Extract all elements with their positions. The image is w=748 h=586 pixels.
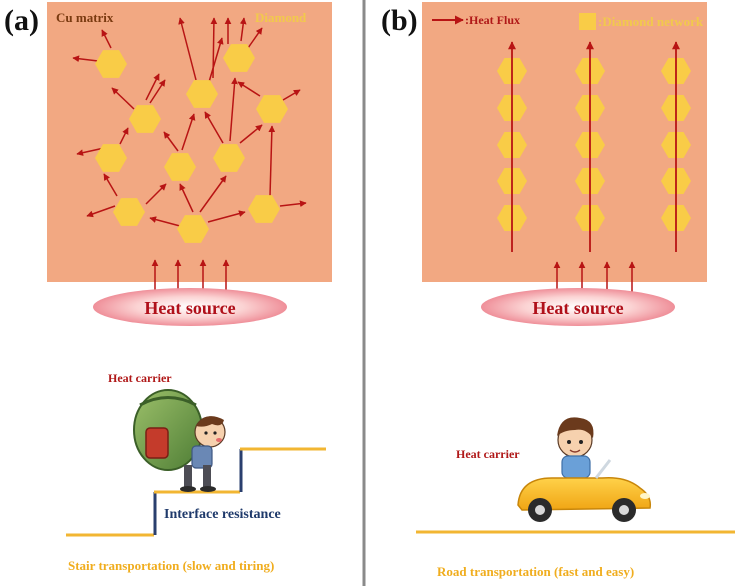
heat-flux-arrow xyxy=(181,113,196,151)
heat-flux-arrow xyxy=(282,89,301,101)
diamond-particle xyxy=(213,144,245,172)
heat-flux-arrow xyxy=(145,73,160,101)
panel-a-heat-flux-arrows xyxy=(72,17,307,227)
heat-flux-arrow xyxy=(247,27,263,49)
panel-a-interface-label: Interface resistance xyxy=(164,507,281,522)
heat-flux-arrow xyxy=(279,200,307,208)
heat-flux-arrow xyxy=(239,124,263,144)
panel-a-heat-source-label: Heat source xyxy=(144,298,235,318)
panel-a-matrix-label: Cu matrix xyxy=(56,10,114,25)
heat-flux-arrow xyxy=(149,79,166,104)
panel-a-diamond-label: Diamond xyxy=(255,10,307,25)
panel-b-heat-flux-arrows xyxy=(507,41,681,252)
panel-b-heat-source xyxy=(481,288,675,326)
diamond-particle xyxy=(256,95,288,123)
panel-a-diamond-particles xyxy=(95,44,288,243)
heat-flux-arrow xyxy=(179,183,194,213)
heat-flux-arrow xyxy=(111,87,135,110)
heat-flux-arrow xyxy=(229,77,238,142)
heat-flux-arrow xyxy=(204,111,224,144)
heat-flux-arrow xyxy=(268,125,276,197)
panel-a-source-arrows xyxy=(151,259,230,290)
diamond-particle xyxy=(248,195,280,223)
diamond-particle xyxy=(113,198,145,226)
heat-flux-arrow xyxy=(237,81,261,97)
diamond-particle xyxy=(95,50,127,78)
panel-b-legend-flux: :Heat Flux xyxy=(465,13,520,27)
diamond-particle xyxy=(164,153,196,181)
diamond-particle xyxy=(129,105,161,133)
heat-flux-arrow xyxy=(119,127,129,145)
heat-flux-arrow xyxy=(103,173,118,197)
heat-flux-arrow xyxy=(72,55,99,63)
panel-b-heat-carrier-label: Heat carrier xyxy=(456,447,520,461)
panel-a-caption: Stair transportation (slow and tiring) xyxy=(68,558,274,573)
heat-flux-arrow xyxy=(207,210,246,223)
panel-a-label: (a) xyxy=(4,4,39,37)
panel-a-stairs xyxy=(66,447,326,537)
heat-flux-arrow xyxy=(86,205,116,218)
panel-b-cu-matrix xyxy=(422,2,707,282)
panel-b-source-arrows xyxy=(553,261,636,292)
panel-b-label: (b) xyxy=(381,4,418,37)
heat-flux-arrow xyxy=(145,183,167,205)
diamond-particle xyxy=(186,80,218,108)
panel-b-legend-network: :Diamond network xyxy=(598,14,704,29)
panel-b-diamond-network xyxy=(497,58,691,231)
heat-flux-arrow xyxy=(178,17,197,81)
heat-flux-arrow xyxy=(208,37,224,83)
panel-b-caption: Road transportation (fast and easy) xyxy=(437,564,634,579)
panel-b-heat-source-label: Heat source xyxy=(532,298,623,318)
car-driver-icon xyxy=(517,417,652,522)
diamond-particle xyxy=(95,144,127,172)
diamond-particle xyxy=(177,215,209,243)
heat-flux-arrow xyxy=(149,216,181,227)
backpack-character-icon xyxy=(133,389,226,492)
diamond-network-swatch-icon xyxy=(579,13,596,30)
panel-a-heat-source xyxy=(93,288,287,326)
heat-flux-arrow xyxy=(101,29,112,49)
heat-flux-arrow xyxy=(76,147,105,156)
heat-flux-arrow xyxy=(210,17,218,79)
heat-flux-arrow xyxy=(239,17,247,42)
heat-flux-arrow xyxy=(163,131,179,152)
diamond-particle xyxy=(223,44,255,72)
panel-a-heat-carrier-label: Heat carrier xyxy=(108,371,172,385)
heat-flux-arrow xyxy=(199,175,227,213)
